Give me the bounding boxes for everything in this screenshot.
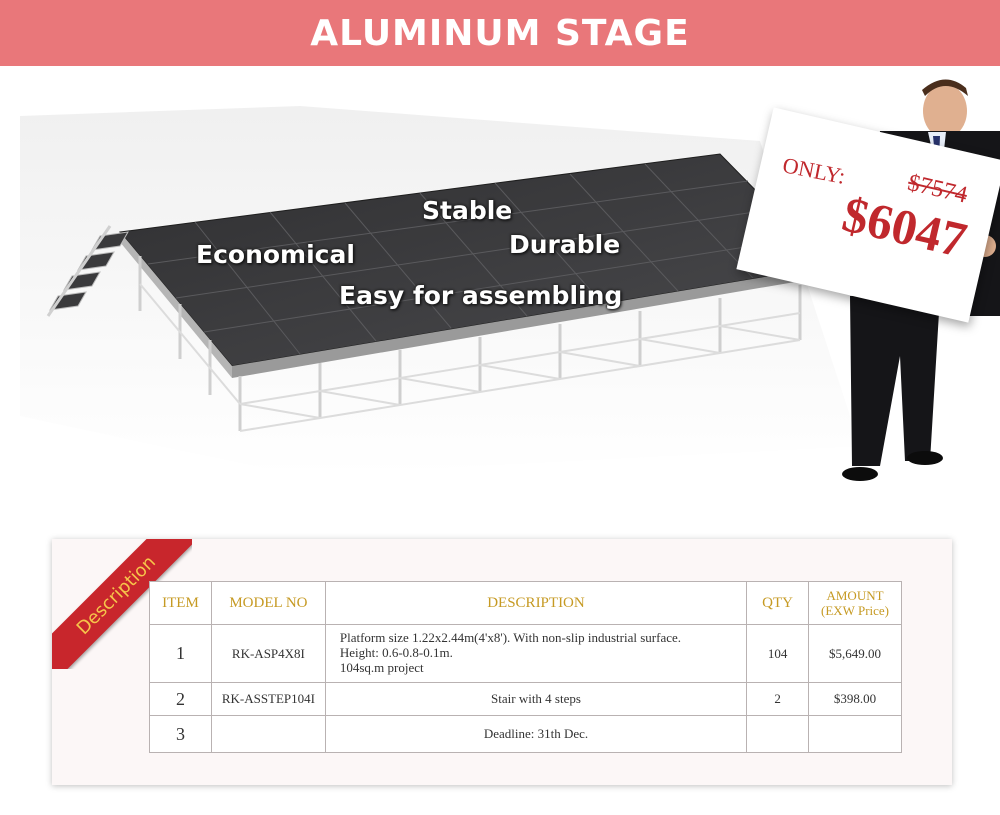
- cell-qty: 2: [746, 682, 810, 716]
- header-qty: QTY: [746, 581, 810, 625]
- desc-line: 104sq.m project: [339, 660, 424, 675]
- cell-qty: 104: [746, 624, 810, 683]
- header-model: MODEL NO: [210, 581, 326, 625]
- cell-amount: $398.00: [808, 682, 902, 716]
- spec-table: ITEM MODEL NO DESCRIPTION QTY AMOUNT (EX…: [149, 581, 902, 753]
- feature-durable: Durable: [509, 230, 621, 259]
- header-description: DESCRIPTION: [324, 581, 748, 625]
- feature-easy-assembling: Easy for assembling: [339, 281, 623, 310]
- page-title: ALUMINUM STAGE: [310, 12, 690, 54]
- table-row: 3 Deadline: 31th Dec.: [149, 715, 902, 753]
- desc-line: Platform size 1.22x2.44m(4'x8'). With no…: [339, 630, 682, 645]
- feature-stable: Stable: [422, 196, 513, 225]
- cell-description: Platform size 1.22x2.44m(4'x8'). With no…: [324, 624, 748, 683]
- stage-illustration: [20, 79, 1000, 481]
- cell-model: RK-ASSTEP104I: [210, 682, 326, 716]
- table-header-row: ITEM MODEL NO DESCRIPTION QTY AMOUNT (EX…: [149, 581, 902, 625]
- table-row: 1 RK-ASP4X8I Platform size 1.22x2.44m(4'…: [149, 624, 902, 683]
- cell-description: Deadline: 31th Dec.: [324, 715, 748, 753]
- header-amount: AMOUNT (EXW Price): [808, 581, 902, 625]
- feature-economical: Economical: [196, 240, 355, 269]
- title-banner: ALUMINUM STAGE: [0, 0, 1000, 66]
- cell-amount: [808, 715, 902, 753]
- header-amount-sub: (EXW Price): [821, 603, 889, 618]
- cell-description: Stair with 4 steps: [324, 682, 748, 716]
- cell-model: RK-ASP4X8I: [210, 624, 326, 683]
- cell-item: 2: [149, 682, 212, 716]
- cell-item: 3: [149, 715, 212, 753]
- table-row: 2 RK-ASSTEP104I Stair with 4 steps 2 $39…: [149, 682, 902, 716]
- header-amount-label: AMOUNT: [826, 588, 884, 603]
- cell-item: 1: [149, 624, 212, 683]
- cell-amount: $5,649.00: [808, 624, 902, 683]
- cell-qty: [746, 715, 810, 753]
- hero-section: Stable Durable Economical Easy for assem…: [0, 66, 1000, 506]
- cell-model: [210, 715, 326, 753]
- only-label: ONLY:: [780, 152, 848, 189]
- header-item: ITEM: [149, 581, 212, 625]
- desc-line: Height: 0.6-0.8-0.1m.: [339, 645, 453, 660]
